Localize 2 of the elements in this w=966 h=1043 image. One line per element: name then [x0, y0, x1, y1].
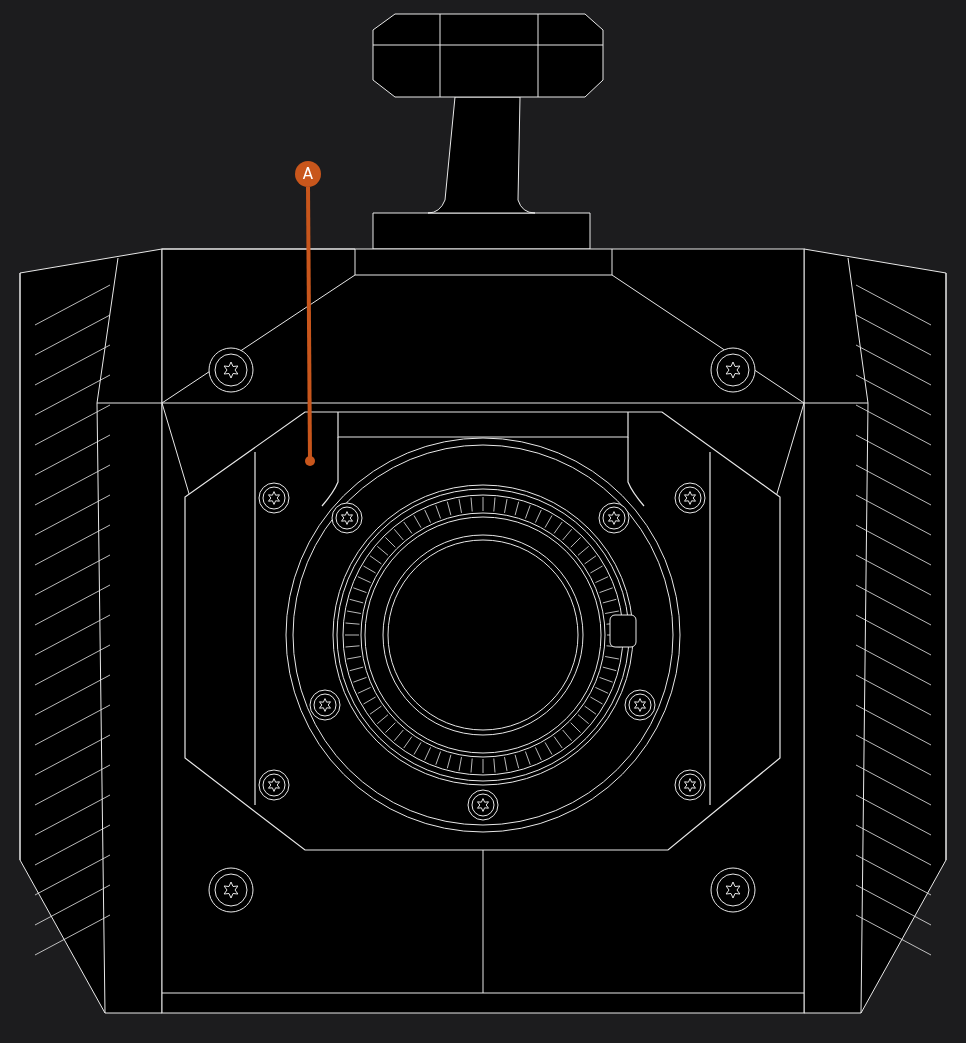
callout-letter: A — [295, 161, 321, 187]
leader-line — [305, 187, 315, 466]
